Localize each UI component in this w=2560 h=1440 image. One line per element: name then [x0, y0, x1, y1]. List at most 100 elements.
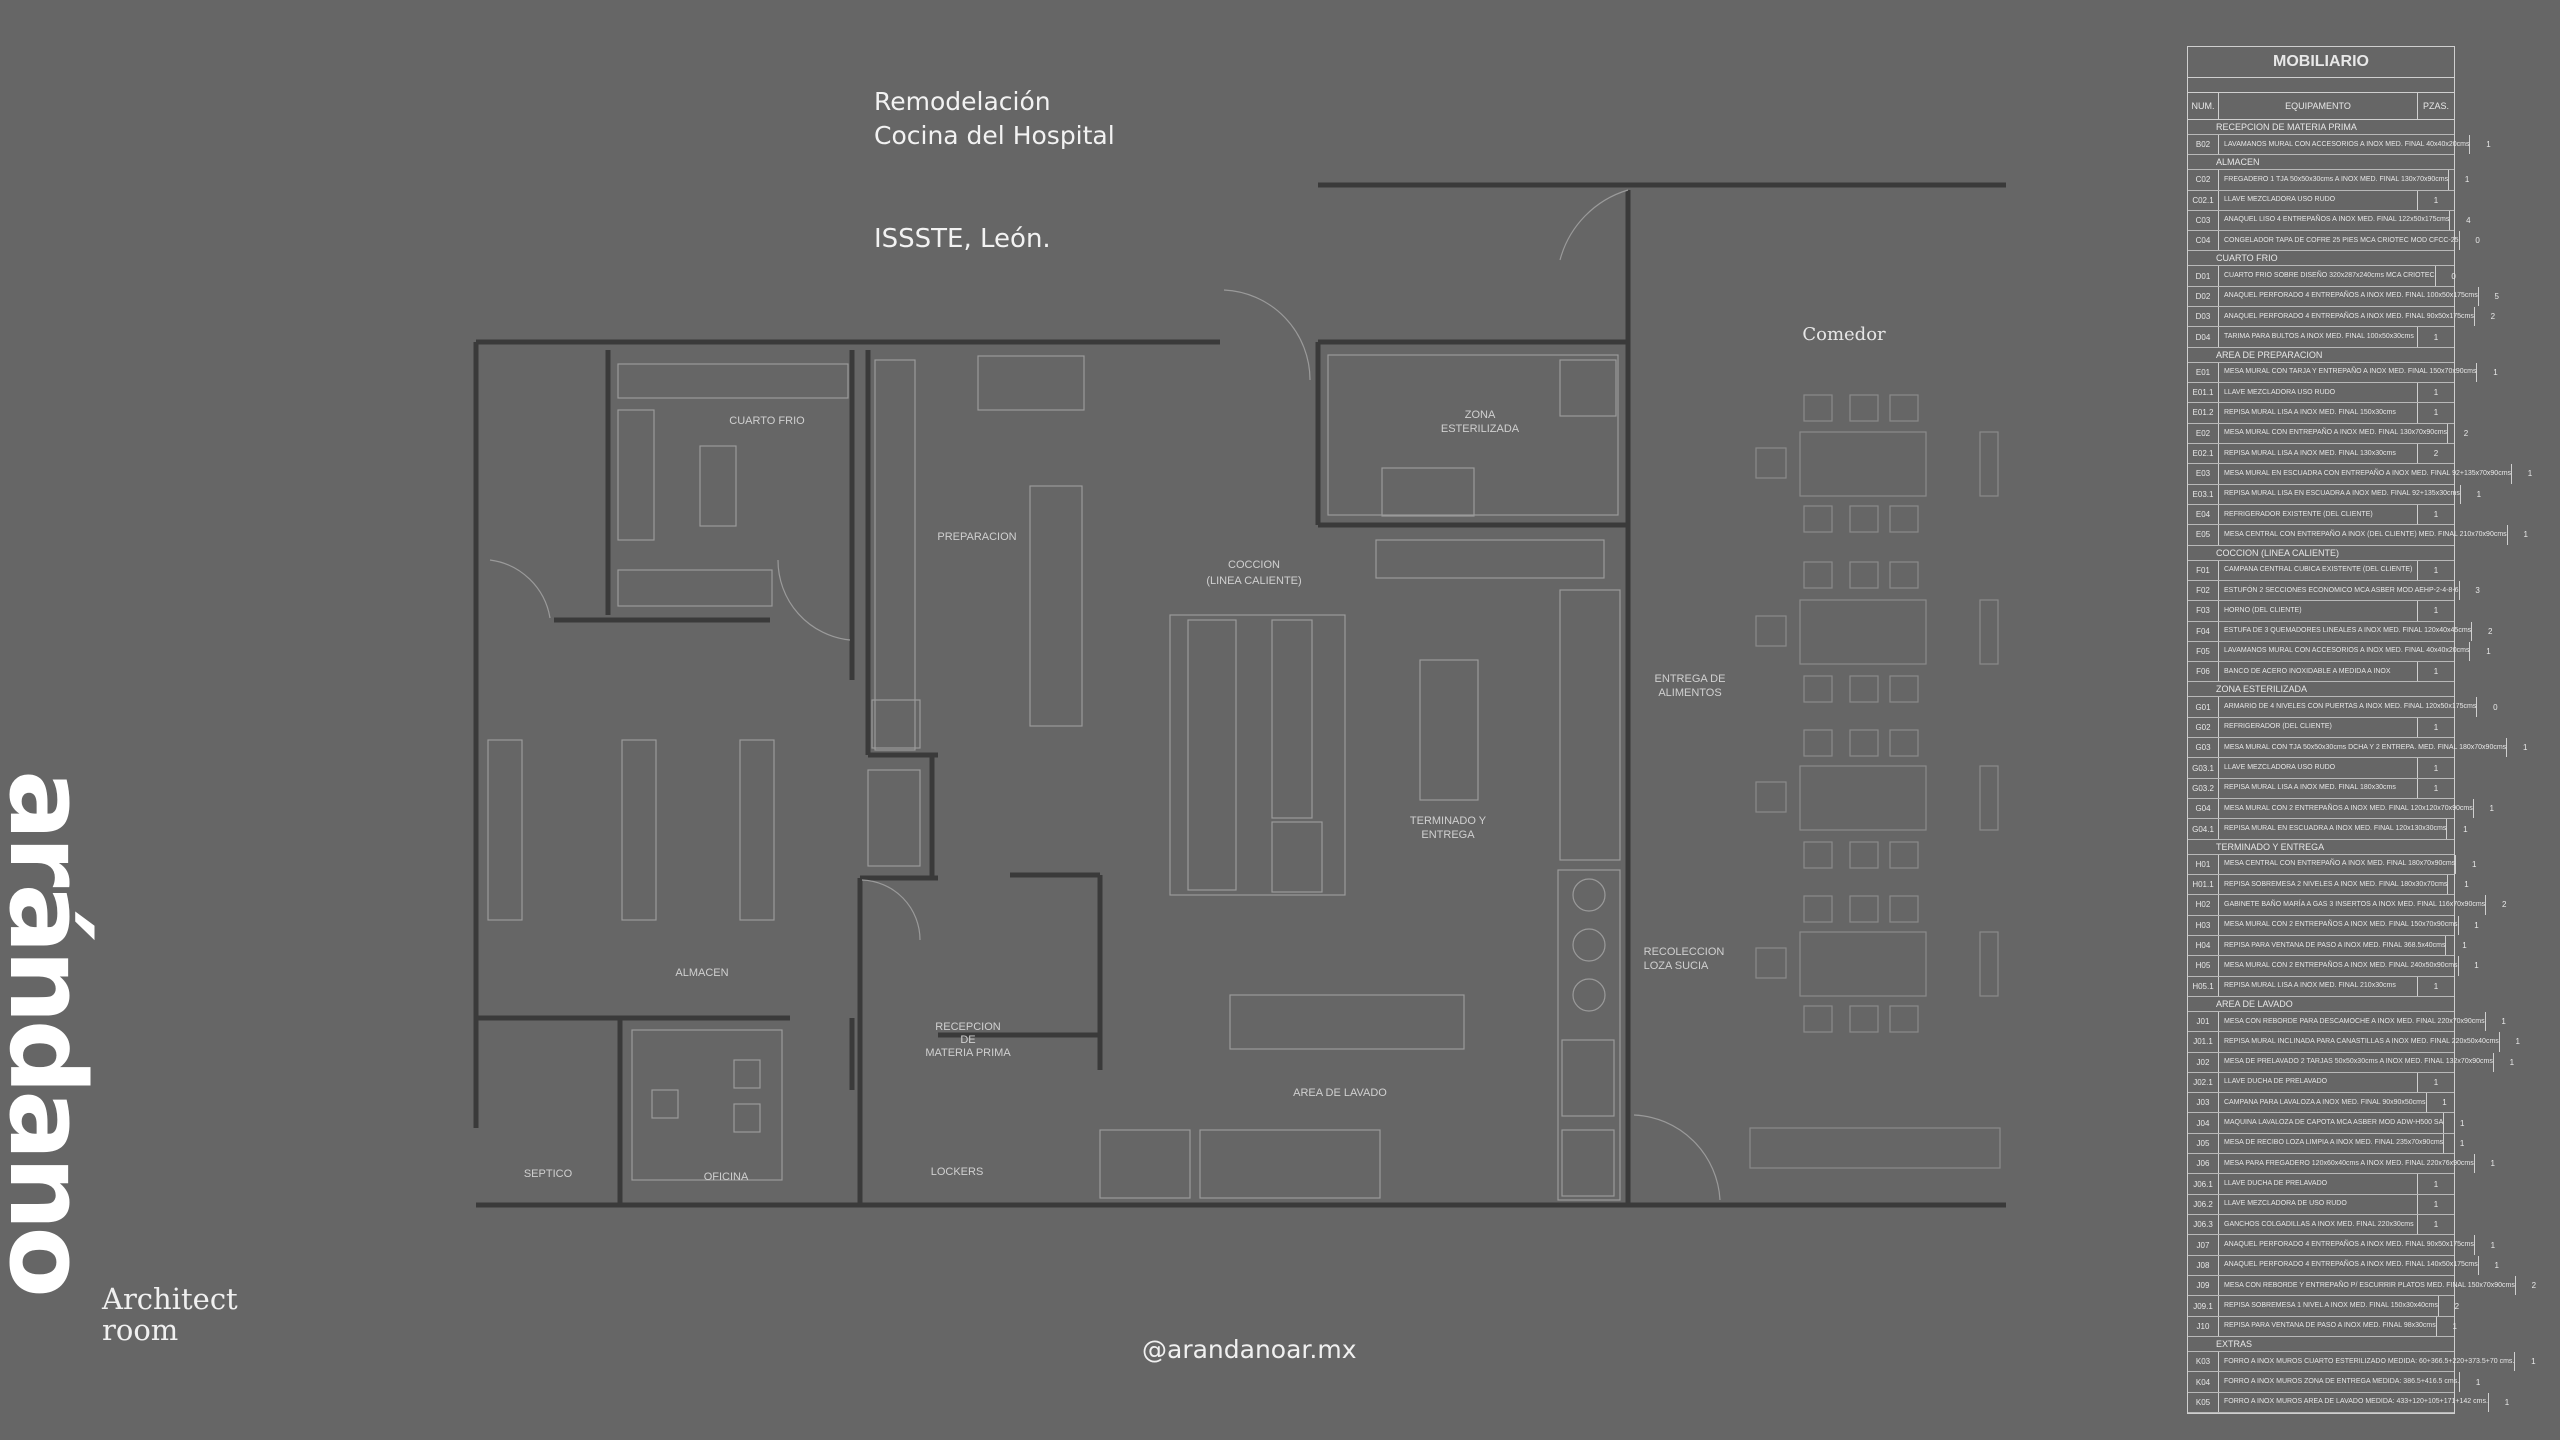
- item-description: LLAVE MEZCLADORA USO RUDO: [2219, 382, 2418, 403]
- schedule-section-row: ALMACEN: [2188, 155, 2454, 171]
- item-description: MESA PARA FREGADERO 120x60x40cms A INOX …: [2219, 1154, 2475, 1174]
- item-num: J02: [2188, 1052, 2219, 1072]
- item-qty: 1: [2433, 1199, 2439, 1209]
- schedule-section-row: COCCION (LINEA CALIENTE): [2188, 546, 2454, 561]
- item-qty: 1: [2462, 941, 2467, 951]
- item-description: MESA CON REBORDE Y ENTREPAÑO P/ ESCURRIR…: [2219, 1276, 2516, 1296]
- item-description: CUARTO FRIO SOBRE DISEÑO 320x287x240cms …: [2219, 266, 2436, 286]
- schedule-spacer: [2188, 78, 2454, 93]
- item-num: E04: [2188, 504, 2219, 525]
- item-qty: 3: [2475, 586, 2480, 595]
- item-qty: 1: [2474, 961, 2479, 971]
- item-qty: 5: [2494, 291, 2499, 301]
- project-location: ISSSTE, León.: [874, 224, 1051, 254]
- item-num: C03: [2188, 210, 2219, 231]
- item-qty: 1: [2464, 175, 2470, 185]
- item-qty: 1: [2442, 1098, 2447, 1108]
- label-recepcion-3: MATERIA PRIMA: [925, 1047, 1011, 1059]
- item-description: REPISA SOBREMESA 2 NIVELES A INOX MED. F…: [2219, 874, 2449, 895]
- item-qty: 1: [2433, 1179, 2439, 1189]
- item-num: D03: [2188, 307, 2219, 327]
- studio-line1: Architect: [102, 1282, 238, 1316]
- schedule-section-row: TERMINADO Y ENTREGA: [2188, 840, 2454, 855]
- item-qty: 4: [2466, 215, 2471, 225]
- item-qty: 1: [2459, 1138, 2465, 1148]
- item-description: ANAQUEL LISO 4 ENTREPAÑOS A INOX MED. FI…: [2219, 210, 2451, 231]
- label-recepcion-2: DE: [960, 1034, 975, 1046]
- item-qty: 1: [2515, 1037, 2520, 1047]
- item-description: CONGELADOR TAPA DE COFRE 25 PIES MCA CRI…: [2219, 231, 2460, 251]
- item-num: E03.1: [2188, 484, 2219, 504]
- item-description: ESTUFA DE 3 QUEMADORES LINEALES A INOX M…: [2219, 621, 2473, 641]
- item-num: F05: [2188, 641, 2219, 662]
- item-qty: 1: [2531, 1357, 2536, 1367]
- item-qty: 1: [2433, 722, 2439, 732]
- studio-line2: room: [102, 1313, 179, 1347]
- item-qty: 2: [2433, 449, 2439, 459]
- item-num: D02: [2188, 286, 2219, 307]
- item-qty: 1: [2504, 1397, 2510, 1407]
- item-description: MESA MURAL CON 2 ENTREPAÑOS A INOX MED. …: [2219, 956, 2459, 976]
- item-description: HORNO (DEL CLIENTE): [2219, 601, 2418, 621]
- social-handle: @arandanoar.mx: [1142, 1335, 1357, 1364]
- label-entrega-2: ALIMENTOS: [1658, 687, 1721, 699]
- plan-fixtures: [487, 189, 1721, 1201]
- item-num: K05: [2188, 1392, 2219, 1412]
- item-description: REPISA MURAL EN ESCUADRA A INOX MED. FIN…: [2219, 819, 2448, 839]
- item-description: REPISA SOBREMESA 1 NIVEL A INOX MED. FIN…: [2219, 1296, 2439, 1316]
- item-description: ANAQUEL PERFORADO 4 ENTREPAÑOS A INOX ME…: [2219, 1235, 2475, 1255]
- item-qty: 0: [2475, 236, 2480, 246]
- item-qty: 1: [2489, 804, 2494, 814]
- schedule-section-row: CUARTO FRIO: [2188, 251, 2454, 267]
- item-num: J07: [2188, 1235, 2219, 1255]
- item-qty: 1: [2433, 1220, 2439, 1230]
- item-qty: 1: [2476, 489, 2482, 499]
- label-cuarto-frio: CUARTO FRIO: [729, 415, 805, 427]
- item-description: REPISA MURAL LISA A INOX MED. FINAL 130x…: [2219, 443, 2418, 464]
- item-qty: 1: [2433, 763, 2439, 773]
- item-num: E02.1: [2188, 443, 2219, 464]
- item-qty: 1: [2433, 195, 2439, 205]
- item-description: CAMPANA CENTRAL CUBICA EXISTENTE (DEL CL…: [2219, 560, 2418, 580]
- item-description: FREGADERO 1 TJA 50x50x30cms A INOX MED. …: [2219, 170, 2450, 190]
- item-num: H01: [2188, 854, 2219, 874]
- item-qty: 1: [2433, 783, 2439, 793]
- item-num: E01.1: [2188, 382, 2219, 403]
- item-qty: 2: [2454, 1301, 2460, 1311]
- item-description: BANCO DE ACERO INOXIDABLE A MEDIDA A INO…: [2219, 662, 2418, 682]
- item-description: MAQUINA LAVALOZA DE CAPOTA MCA ASBER MOD…: [2219, 1113, 2445, 1133]
- item-description: LLAVE MEZCLADORA USO RUDO: [2219, 758, 2418, 778]
- item-num: J04: [2188, 1113, 2219, 1133]
- item-qty: 1: [2527, 469, 2533, 479]
- item-qty: 1: [2460, 1118, 2465, 1128]
- item-num: J06.3: [2188, 1215, 2219, 1235]
- item-qty: 2: [2501, 900, 2507, 910]
- item-qty: 1: [2509, 1057, 2515, 1067]
- item-qty: 1: [2474, 920, 2479, 930]
- item-num: D01: [2188, 266, 2219, 286]
- item-qty: 1: [2501, 1017, 2506, 1026]
- item-description: REPISA MURAL INCLINADA PARA CANASTILLAS …: [2219, 1032, 2500, 1052]
